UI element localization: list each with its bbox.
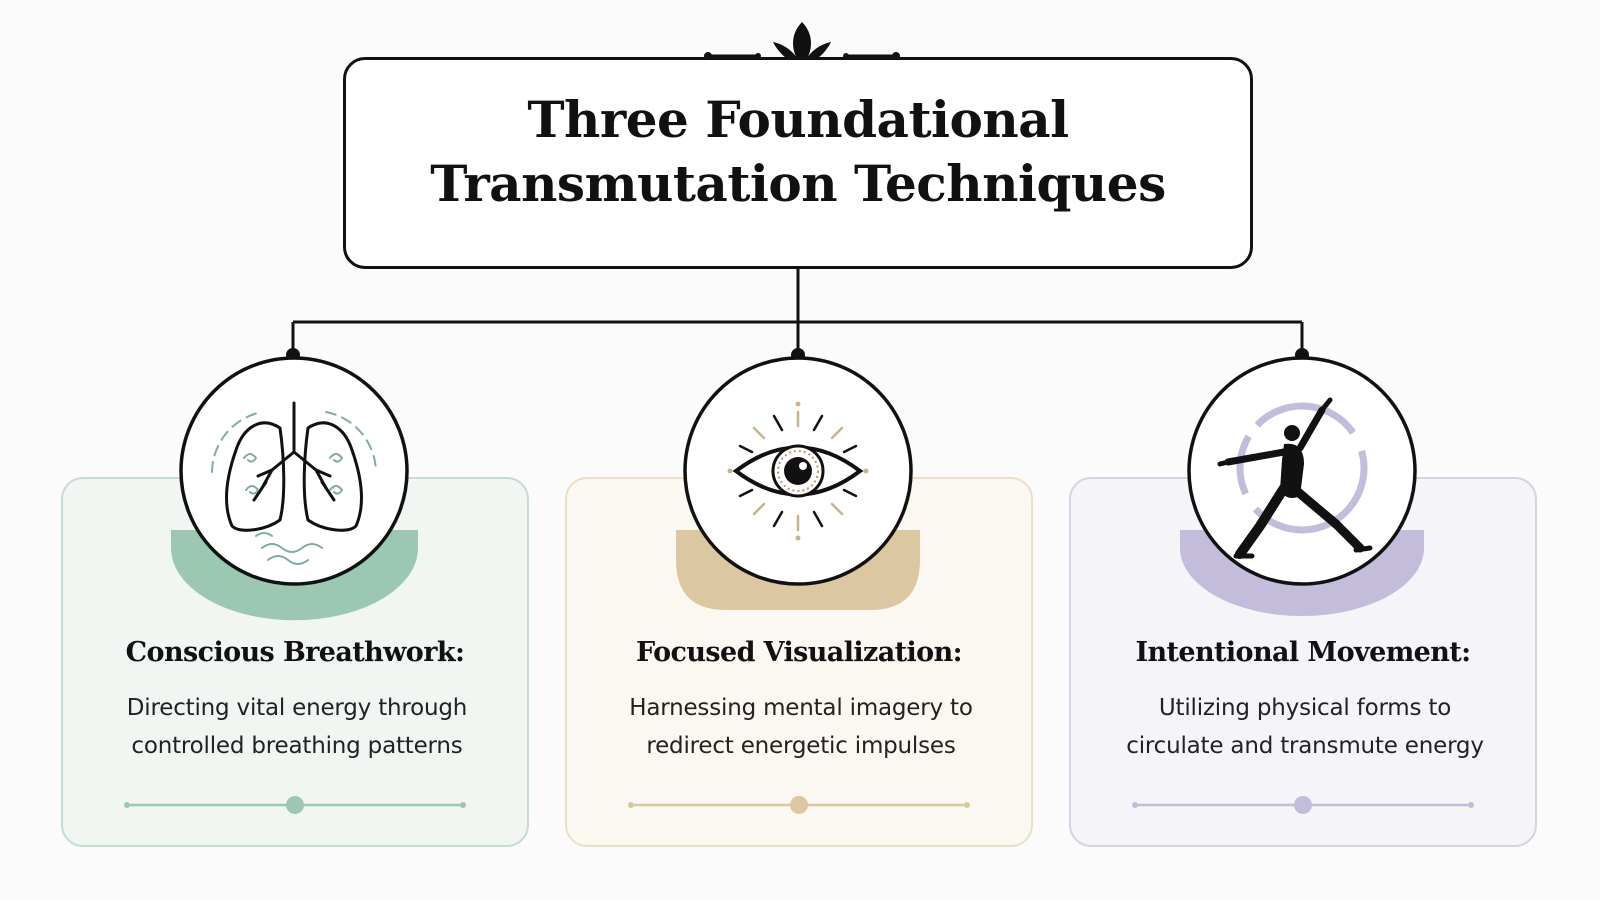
- description-line: Directing vital energy through: [126, 695, 468, 721]
- decorative-slider: [1132, 796, 1474, 814]
- lungs-icon: [211, 401, 377, 565]
- description-line: controlled breathing patterns: [131, 733, 463, 759]
- decorative-slider: [628, 796, 970, 814]
- technique-card-movement: Intentional Movement: Utilizing physical…: [1069, 477, 1537, 847]
- technique-heading: Intentional Movement:: [1135, 637, 1471, 668]
- connector-lines: [291, 268, 1304, 355]
- title-line: Transmutation Techniques: [430, 154, 1166, 213]
- technique-description: Directing vital energy through controlle…: [83, 689, 511, 765]
- description-line: circulate and transmute energy: [1126, 733, 1484, 759]
- technique-description: Harnessing mental imagery to redirect en…: [587, 689, 1015, 765]
- decorative-slider: [124, 796, 466, 814]
- icon-circle: [179, 356, 409, 586]
- description-line: Harnessing mental imagery to: [629, 695, 973, 721]
- technique-heading: Focused Visualization:: [636, 637, 963, 668]
- technique-description: Utilizing physical forms to circulate an…: [1091, 689, 1519, 765]
- title-line: Three Foundational: [527, 90, 1069, 149]
- technique-heading: Conscious Breathwork:: [125, 637, 465, 668]
- yoga-pose-icon: [1217, 397, 1373, 559]
- description-line: Utilizing physical forms to: [1158, 695, 1452, 721]
- eye-icon: [727, 401, 869, 541]
- title-box: Three Foundational Transmutation Techniq…: [343, 57, 1253, 269]
- description-line: redirect energetic impulses: [646, 733, 956, 759]
